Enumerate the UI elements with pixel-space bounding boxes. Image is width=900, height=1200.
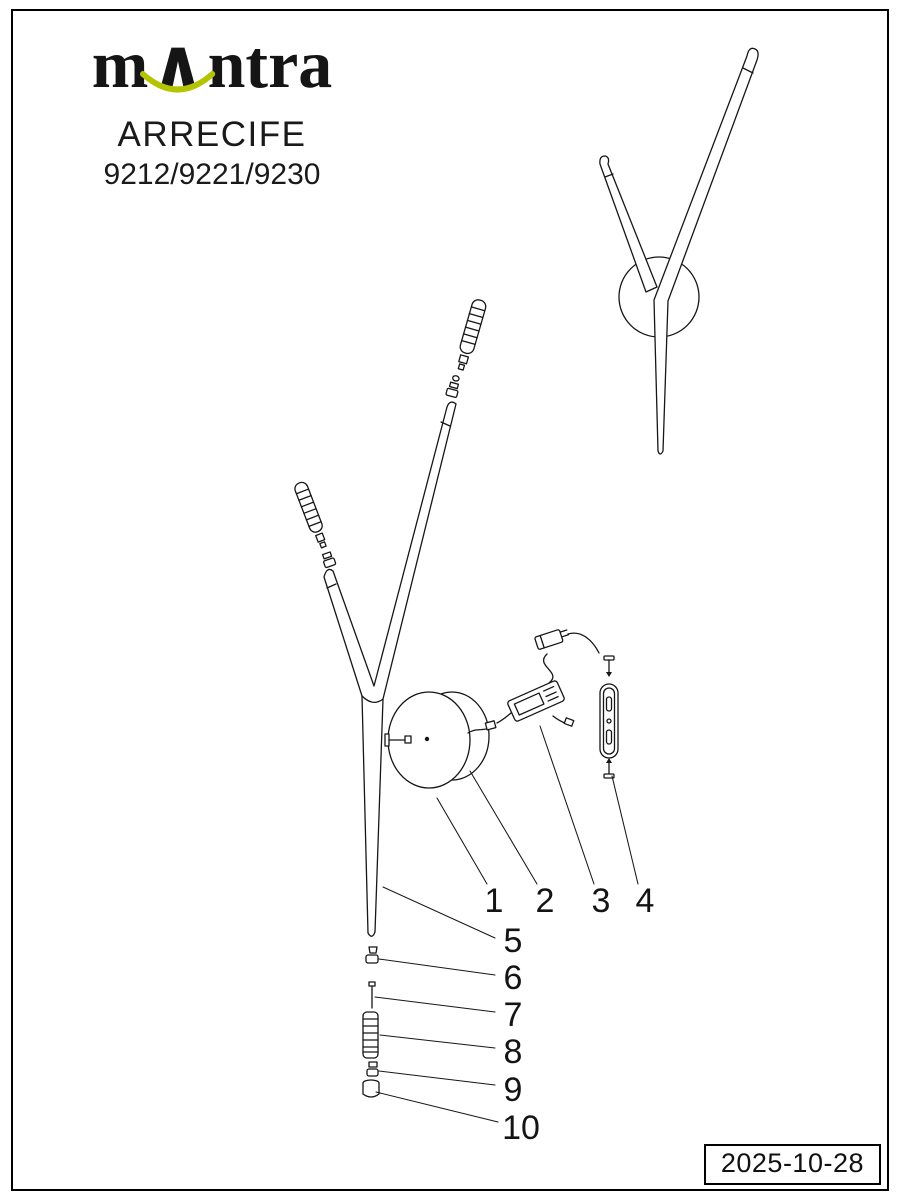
right-bulb	[457, 299, 487, 371]
left-arm-connector	[321, 551, 337, 569]
pin-part7	[368, 981, 376, 1009]
nut-part9	[366, 1061, 379, 1077]
part-label-3: 3	[592, 882, 611, 920]
brand-logo: m∧ntra	[92, 30, 333, 99]
part-label-6: 6	[504, 959, 523, 997]
part-label-5: 5	[504, 922, 523, 960]
driver-assembly	[467, 629, 600, 734]
screw-tip-part6	[365, 946, 379, 964]
brand-header: m∧ntra ARRECIFE 9212/9221/9230	[72, 30, 352, 192]
leader-lines	[374, 725, 639, 1123]
page-border	[11, 9, 889, 1191]
logo-caret: ∧	[140, 31, 216, 99]
part-label-7: 7	[504, 996, 523, 1034]
part-label-10: 10	[502, 1109, 540, 1147]
date-text: 2025-10-28	[720, 1148, 864, 1178]
bracket-screw-bottom	[603, 758, 615, 779]
canopy-disc	[384, 691, 490, 789]
part-label-9: 9	[504, 1071, 523, 1109]
logo-text-rest: ntra	[207, 26, 333, 102]
assembled-view	[599, 47, 759, 455]
plug-connector	[534, 629, 569, 650]
logo-arc-icon	[140, 71, 216, 93]
part-label-1: 1	[485, 882, 504, 920]
mounting-bracket	[599, 655, 619, 779]
product-model-numbers: 9212/9221/9230	[103, 158, 321, 191]
part-label-8: 8	[504, 1033, 523, 1071]
date-box: 2025-10-28	[703, 1144, 881, 1185]
right-arm-connector	[445, 375, 460, 398]
logo-text-m: m	[91, 26, 149, 102]
part-label-4: 4	[636, 882, 655, 920]
driver-box	[507, 680, 565, 722]
left-bulb	[294, 481, 327, 549]
product-name: ARRECIFE	[117, 115, 307, 154]
lamp-body	[323, 401, 457, 937]
part-labels: 1 2 3 4 5 6 7 8 9 10	[485, 882, 655, 1147]
bracket-screw-top	[603, 655, 615, 677]
cap-cup-part10	[362, 1079, 380, 1098]
part-label-2: 2	[536, 882, 555, 920]
threaded-cylinder-part8	[362, 1011, 379, 1059]
